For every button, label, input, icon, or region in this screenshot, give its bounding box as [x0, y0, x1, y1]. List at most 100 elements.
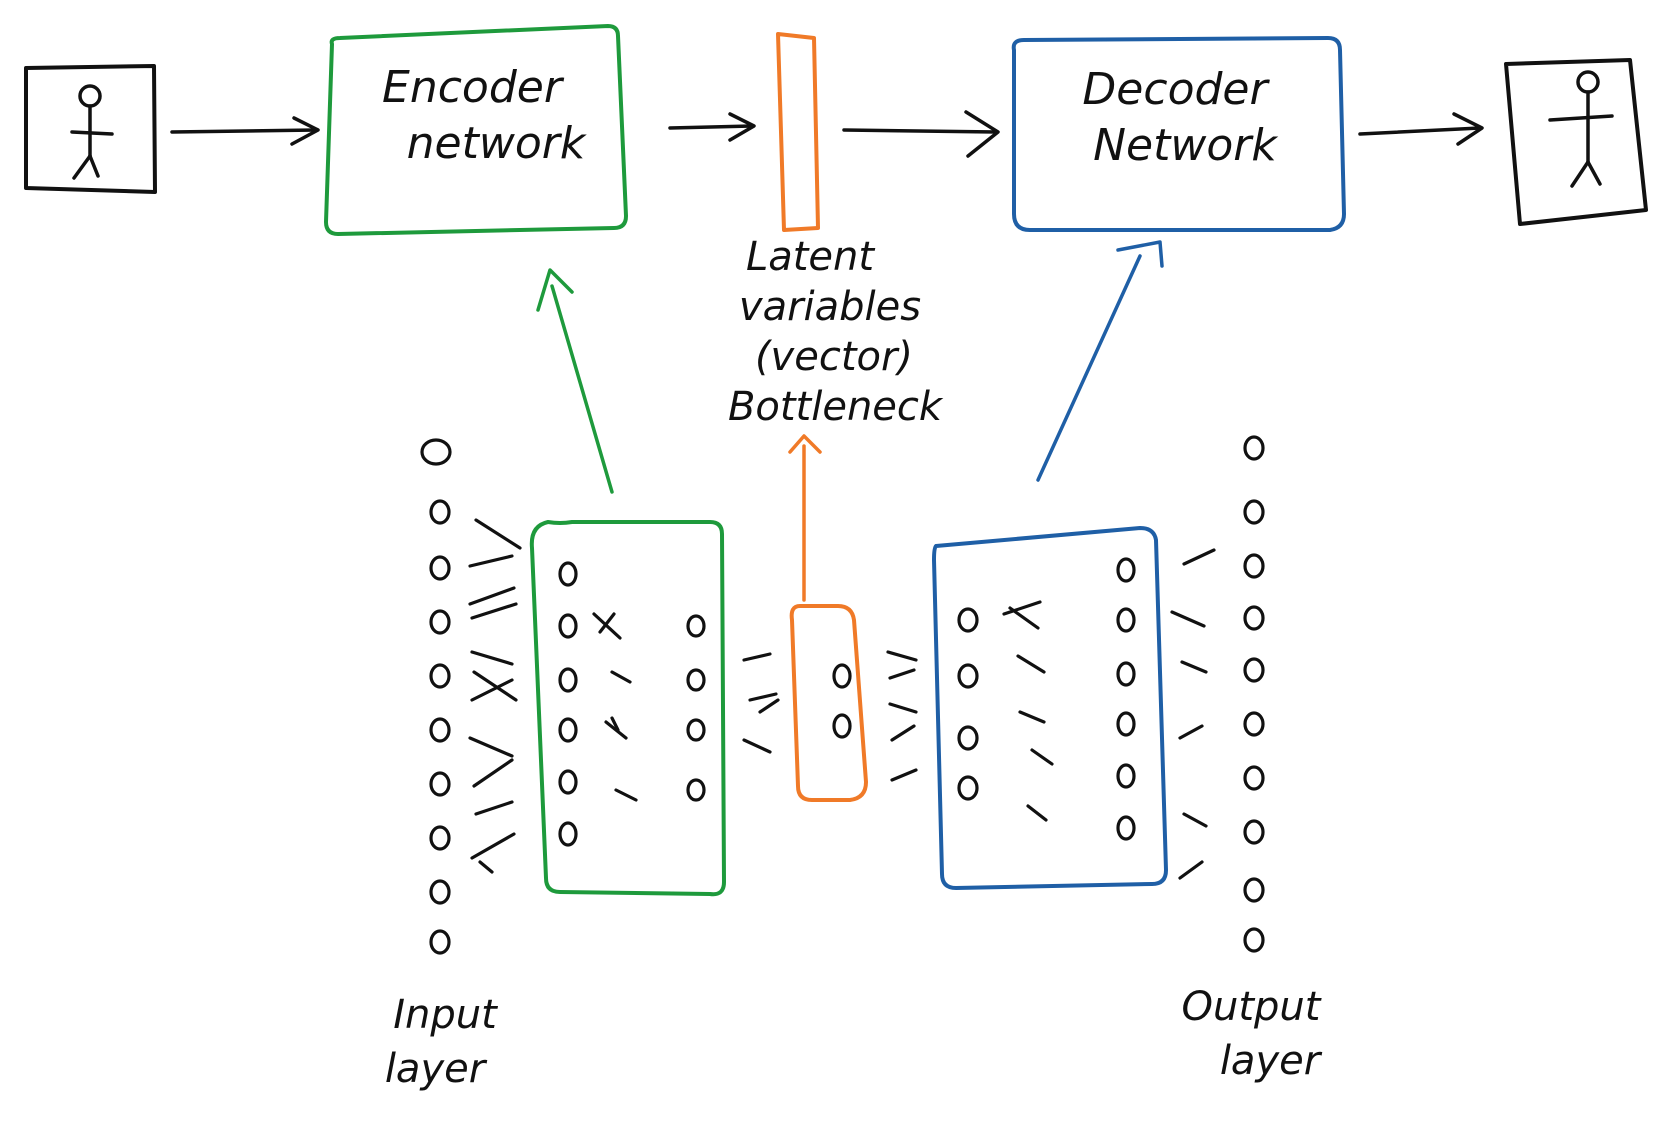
decoder-to-output-stroke — [1178, 860, 1204, 880]
encoder-neuron — [558, 717, 578, 743]
decoder-label-line1: Decoder — [1082, 64, 1268, 115]
latent-label-line4: Bottleneck — [727, 384, 943, 430]
encoder-neuron — [558, 769, 578, 795]
output-neuron — [1243, 927, 1265, 953]
input-neuron — [429, 929, 451, 955]
output-layer-label-line2: layer — [1219, 1038, 1321, 1084]
input-to-encoder-stroke — [470, 602, 518, 620]
encoder-internal-stroke — [610, 670, 632, 684]
output-neuron — [1243, 435, 1265, 461]
connection-strokes — [468, 518, 1216, 880]
arrow-latent-detail-to-bottleneck — [788, 434, 822, 602]
encoder-network-box — [324, 24, 628, 236]
stick-figure-output-icon — [1548, 70, 1614, 188]
encoder-internal-stroke — [610, 716, 620, 732]
input-neuron — [429, 879, 451, 905]
input-neuron — [420, 438, 452, 466]
input-neuron — [429, 663, 451, 689]
decoder-neuron — [957, 607, 979, 633]
encoder-neuron — [558, 821, 578, 847]
decoder-neuron — [957, 725, 979, 751]
decoder-neuron — [1116, 661, 1136, 687]
latent-neuron — [832, 663, 852, 689]
arrow-input-to-encoder — [170, 116, 320, 146]
encoder-layers-box — [529, 520, 726, 897]
input-neuron — [429, 825, 451, 851]
output-neuron — [1243, 553, 1265, 579]
latent-to-decoder-stroke — [888, 702, 918, 714]
arrow-latent-to-decoder — [842, 110, 1000, 158]
latent-label-line2: variables — [738, 284, 922, 330]
input-to-encoder-stroke — [472, 758, 514, 788]
input-neuron — [429, 609, 451, 635]
encoder-label-line1: Encoder — [382, 62, 562, 113]
input-neuron — [429, 499, 451, 525]
input-to-encoder-stroke — [472, 670, 518, 702]
decoder-to-output-stroke — [1180, 660, 1208, 674]
decoder-layers-box — [932, 526, 1168, 890]
input-neuron — [429, 555, 451, 581]
decoder-to-output-stroke — [1170, 610, 1206, 628]
encoder-neuron — [686, 778, 706, 802]
encoder-to-latent-stroke — [758, 698, 780, 714]
input-to-encoder-stroke — [474, 800, 514, 816]
arrow-encoder-to-latent — [668, 112, 756, 142]
encoder-neuron — [686, 614, 706, 638]
latent-label-line3: (vector) — [754, 334, 914, 380]
input-to-encoder-stroke — [468, 736, 514, 758]
decoder-internal-stroke — [1002, 600, 1042, 616]
input-to-encoder-stroke — [474, 518, 522, 550]
input-to-encoder-stroke — [470, 832, 516, 860]
encoder-internal-stroke — [592, 612, 622, 640]
input-to-encoder-stroke — [470, 678, 514, 702]
encoder-to-latent-stroke — [748, 692, 778, 702]
decoder-to-output-stroke — [1182, 548, 1216, 566]
output-neuron — [1243, 605, 1265, 631]
encoder-neuron — [686, 718, 706, 742]
input-image-frame — [24, 64, 157, 194]
latent-to-decoder-stroke — [890, 768, 918, 782]
arrow-decoder-to-output — [1358, 112, 1484, 146]
encoder-to-latent-stroke — [742, 738, 772, 754]
output-neuron — [1243, 765, 1265, 791]
decoder-internal-stroke — [1030, 748, 1054, 766]
decoder-neuron — [1116, 557, 1136, 583]
latent-label-line1: Latent — [745, 234, 875, 280]
encoder-internal-stroke — [614, 788, 638, 802]
encoder-label-line2: network — [406, 118, 586, 169]
input-neuron — [429, 771, 451, 797]
encoder-internal-stroke — [604, 720, 628, 740]
decoder-neuron — [1116, 763, 1136, 789]
decoder-internal-stroke — [1016, 654, 1046, 674]
latent-to-decoder-stroke — [890, 724, 916, 742]
decoder-neuron — [957, 775, 979, 801]
latent-layer-box — [789, 604, 868, 802]
latent-vector-bar — [776, 32, 820, 232]
input-to-encoder-stroke — [478, 860, 494, 874]
output-neuron — [1243, 711, 1265, 737]
decoder-network-box — [1011, 36, 1346, 232]
latent-to-decoder-stroke — [888, 668, 916, 680]
latent-to-decoder-stroke — [886, 650, 918, 662]
decoder-internal-stroke — [1018, 710, 1046, 724]
output-neuron — [1243, 819, 1265, 845]
input-layer-label-line2: layer — [384, 1046, 486, 1092]
output-image-frame — [1504, 58, 1648, 226]
encoder-neuron — [686, 668, 706, 692]
arrow-encoder-detail-to-encoder — [536, 268, 614, 494]
input-layer-label-line1: Input — [393, 992, 497, 1038]
output-neuron — [1243, 499, 1265, 525]
input-to-encoder-stroke — [468, 554, 514, 568]
encoder-internal-stroke — [598, 612, 616, 634]
input-neuron — [429, 717, 451, 743]
encoder-neuron — [558, 561, 578, 587]
input-to-encoder-stroke — [470, 650, 514, 666]
decoder-neuron — [957, 663, 979, 689]
latent-neuron — [832, 713, 852, 739]
neuron-nodes — [420, 435, 1265, 955]
output-layer-label-line1: Output — [1181, 984, 1321, 1030]
decoder-to-output-stroke — [1178, 724, 1204, 740]
decoder-neuron — [1116, 711, 1136, 737]
decoder-neuron — [1116, 815, 1136, 841]
